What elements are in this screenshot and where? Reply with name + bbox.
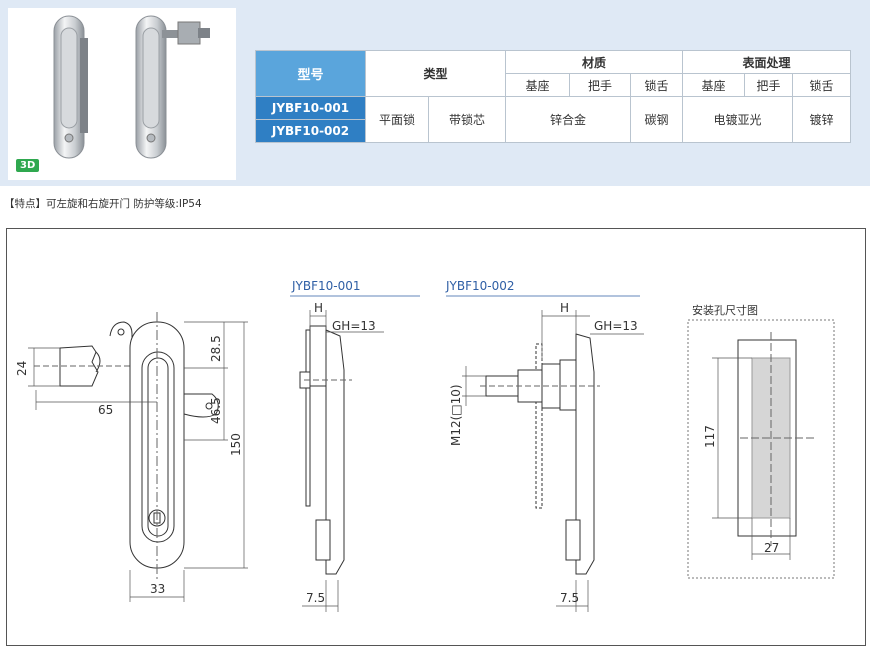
dim-33: 33	[150, 582, 165, 596]
spec-table: 型号 类型 材质 表面处理 基座 把手 锁舌 基座 把手 锁舌 JYBF10-0…	[255, 50, 851, 143]
dim-27: 27	[764, 541, 779, 555]
dim-117: 117	[703, 425, 717, 448]
3d-badge: 3D	[16, 159, 40, 172]
feature-text: 【特点】可左旋和右旋开门 防护等级:IP54	[4, 198, 202, 210]
model-1: JYBF10-001	[255, 96, 366, 120]
side2-gh: GH=13	[594, 319, 638, 333]
side2-h: H	[560, 301, 569, 315]
dim-65: 65	[98, 403, 113, 417]
dim-46-5: 46.5	[209, 397, 223, 424]
side1-h: H	[314, 301, 323, 315]
product-photo: 3D	[8, 8, 236, 180]
side2-7-5: 7.5	[560, 591, 579, 605]
handle-lock-images	[53, 15, 210, 159]
front-view	[28, 312, 248, 602]
sub-base-surface: 基座	[682, 73, 745, 97]
dim-28-5: 28.5	[209, 335, 223, 362]
sub-handle-surface: 把手	[744, 73, 793, 97]
sub-tongue-surface: 锁舌	[792, 73, 851, 97]
side-view-1	[290, 295, 420, 612]
dim-24: 24	[15, 361, 29, 376]
technical-drawing-frame	[6, 228, 866, 646]
cutout-view	[687, 319, 835, 579]
model-2: JYBF10-002	[255, 119, 366, 143]
header-type: 类型	[365, 50, 506, 97]
side2-title: JYBF10-002	[445, 279, 515, 293]
side1-7-5: 7.5	[306, 591, 325, 605]
type-1: 平面锁	[365, 96, 429, 143]
side2-m12: M12(□10)	[449, 384, 463, 446]
surface-tongue: 镀锌	[792, 96, 851, 143]
sub-tongue: 锁舌	[630, 73, 683, 97]
sub-base: 基座	[505, 73, 570, 97]
lock-image-1	[53, 15, 88, 159]
side-view-2	[446, 295, 644, 612]
material-base-handle: 锌合金	[505, 96, 631, 143]
type-2: 带锁芯	[428, 96, 506, 143]
surface-base-handle: 电镀亚光	[682, 96, 793, 143]
lock-image-2	[135, 15, 210, 159]
material-tongue: 碳钢	[630, 96, 683, 143]
side1-title: JYBF10-001	[291, 279, 361, 293]
side1-gh: GH=13	[332, 319, 376, 333]
cutout-title: 安装孔尺寸图	[692, 303, 758, 317]
header-material: 材质	[505, 50, 683, 74]
dim-150: 150	[229, 433, 243, 456]
header-model: 型号	[255, 50, 366, 97]
